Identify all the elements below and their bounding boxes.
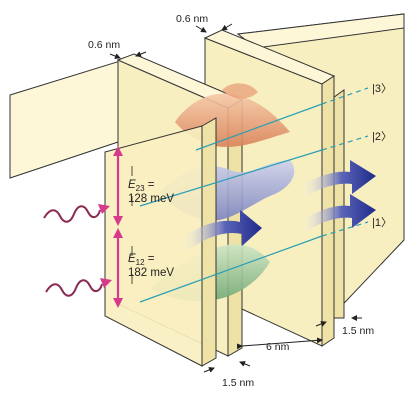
dim-barrier-top-right: 0.6 nm [176,13,208,25]
photon-upper-icon [43,205,101,223]
e12-value: 182 meV [128,267,174,279]
transition-arrows [180,160,376,252]
e23-value: 128 meV [128,193,174,205]
dim-well-bottom-left: 1.5 nm [222,377,254,389]
e12-label: E12 = [128,253,155,267]
energy-gap-arrows [113,146,133,308]
level-2-dashed [321,135,369,151]
dim-barrier-top-left: 0.6 nm [88,39,120,51]
labels: 0.6 nm 0.6 nm 6 nm 1.5 nm 1.5 nm |3〉 |2〉… [88,13,392,389]
level-1-label: |1〉 [372,216,392,229]
arrow-right-upper [300,160,376,196]
dim-well-center: 6 nm [266,341,290,353]
level-1-dashed [321,221,369,237]
energy-levels [139,87,369,303]
level-2-line [139,149,323,207]
level-1-line [139,235,323,303]
well-slab-front [104,117,217,367]
level-3-label: |3〉 [372,82,392,95]
arrow-inner [180,210,262,252]
arrow-right-lower [300,194,376,232]
dimension-markers [109,23,362,373]
photons [43,204,112,297]
dim-well-bottom-right: 1.5 nm [342,325,374,337]
level-2-label: |2〉 [372,130,392,143]
wavefunction-3-lobe [222,83,258,99]
level-3-dashed [321,87,369,105]
level-3-line [195,103,323,151]
photon-lower-icon [45,279,103,297]
e23-label: E23 = [128,179,155,193]
